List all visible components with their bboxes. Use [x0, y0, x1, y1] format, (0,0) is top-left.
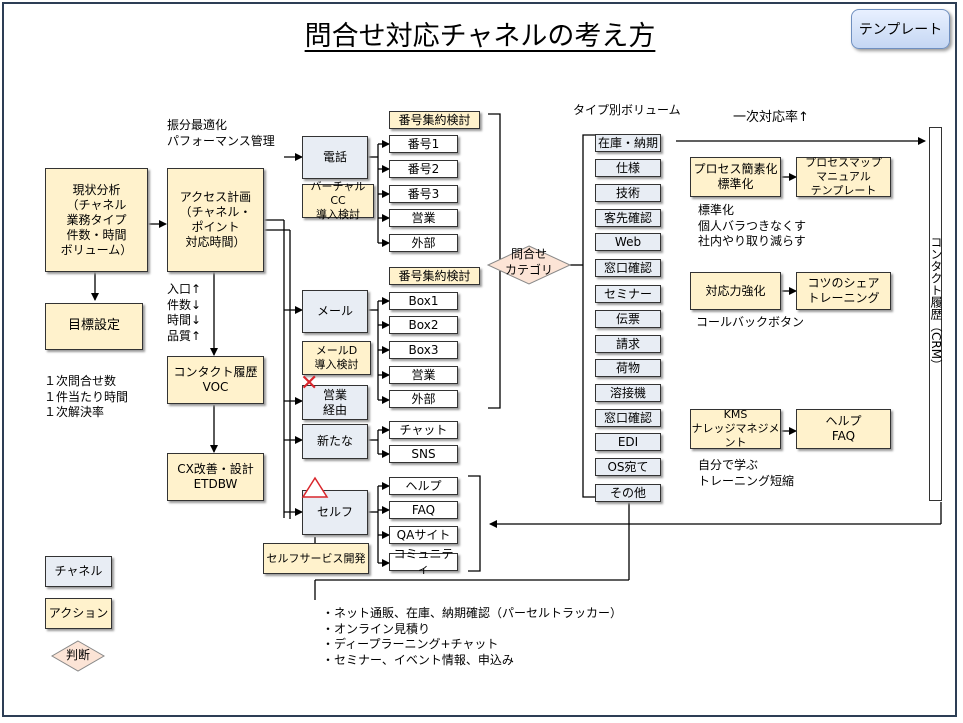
- page-title: 問合せ対応チャネルの考え方: [304, 21, 656, 52]
- channel-mail: メール: [302, 290, 368, 333]
- cx-improvement-box: CX改善・設計 ETDBW: [167, 453, 264, 501]
- routing-label: 振分最適化 パフォーマンス管理: [167, 118, 275, 148]
- virtual-cc-box: バーチャルCC 導入検討: [302, 180, 374, 221]
- category-item: 荷物: [595, 359, 661, 377]
- new-channel-item: チャット: [389, 421, 458, 439]
- category-item: セミナー: [595, 285, 661, 303]
- new-channel-item: SNS: [389, 445, 458, 463]
- number-consolidation-box-1: 番号集約検討: [389, 111, 480, 129]
- channel-new: 新たな: [302, 424, 368, 459]
- contact-history-voc-box: コンタクト履歴 VOC: [167, 356, 264, 404]
- category-item: 請求: [595, 335, 661, 353]
- category-item: 窓口確認: [595, 259, 661, 277]
- kpi-list: １次問合せ数 １件当たり時間 １次解決率: [44, 374, 129, 420]
- mail-sub-item: 営業: [389, 366, 458, 384]
- current-analysis-box: 現状分析 （チャネル 業務タイプ 件数・時間 ボリューム）: [45, 168, 148, 272]
- category-item: 伝票: [595, 310, 661, 328]
- cross-mark-icon: ✕: [300, 371, 319, 396]
- category-item: 仕様: [595, 159, 661, 177]
- legend-action: アクション: [45, 598, 112, 629]
- self-sub-item: コミュニティ: [389, 547, 458, 576]
- category-item: EDI: [595, 433, 661, 451]
- type-volume-label: タイプ別ボリューム: [573, 103, 681, 117]
- first-response-rate-label: 一次対応率↑: [733, 110, 809, 125]
- process-map-box: プロセスマップ マニュアル テンプレート: [796, 156, 891, 197]
- legend-judge-label: 判断: [65, 648, 90, 662]
- goal-setting-box: 目標設定: [45, 303, 143, 350]
- legend-channel: チャネル: [45, 556, 112, 587]
- category-item: 技術: [595, 184, 661, 202]
- category-item: OS宛て: [595, 458, 661, 476]
- crm-box: コンタクト履歴（CRM）: [929, 127, 943, 501]
- phone-sub-item: 番号2: [389, 160, 458, 178]
- mail-sub-item: Box2: [389, 316, 458, 334]
- phone-sub-item: 番号1: [389, 135, 458, 153]
- self-service-examples: ・ネット通販、在庫、納期確認（パーセルトラッカー） ・オンライン見積り ・ディー…: [322, 606, 623, 667]
- self-service-dev-box: セルフサービス開発: [263, 543, 369, 574]
- category-item: Web: [595, 233, 661, 251]
- mail-sub-item: Box1: [389, 292, 458, 310]
- channel-phone: 電話: [302, 136, 368, 179]
- channel-self: セルフ: [302, 490, 368, 535]
- capability-boost-box: 対応力強化: [690, 272, 781, 310]
- number-consolidation-box-2: 番号集約検討: [389, 267, 480, 285]
- standardization-notes: 標準化 個人バラつきなくす 社内やり取り減らす: [698, 203, 807, 249]
- channel-sales: 営業 経由: [302, 385, 368, 420]
- mail-d-box: メールD 導入検討: [302, 341, 371, 375]
- crm-label: コンタクト履歴（CRM）: [929, 236, 943, 372]
- category-item: 窓口確認: [595, 409, 661, 427]
- self-sub-item: ヘルプ: [389, 477, 458, 495]
- mail-sub-item: 外部: [389, 390, 458, 408]
- template-button[interactable]: テンプレート: [851, 9, 950, 49]
- access-plan-box: アクセス計画 （チャネル・ ポイント 対応時間）: [167, 168, 264, 272]
- tips-sharing-box: コツのシェア トレーニング: [796, 272, 891, 310]
- phone-sub-item: 営業: [389, 209, 458, 227]
- process-simplify-box: プロセス簡素化 標準化: [690, 157, 781, 197]
- question-category-label: 問合せ カテゴリ: [504, 247, 553, 277]
- self-learning-notes: 自分で学ぶ トレーニング短縮: [698, 458, 795, 488]
- self-sub-item: FAQ: [389, 501, 458, 519]
- self-sub-item: QAサイト: [389, 526, 458, 544]
- metric-arrows: 入口↑ 件数↓ 時間↓ 品質↑: [167, 282, 202, 343]
- phone-sub-item: 外部: [389, 234, 458, 252]
- category-item: その他: [595, 484, 661, 502]
- callback-label: コールバックボタン: [696, 315, 805, 329]
- phone-sub-item: 番号3: [389, 185, 458, 203]
- category-item: 客先確認: [595, 209, 661, 227]
- mail-sub-item: Box3: [389, 341, 458, 359]
- kms-box: KMS ナレッジマネジメント: [690, 408, 781, 449]
- help-faq-box: ヘルプ FAQ: [796, 409, 891, 449]
- category-item: 溶接機: [595, 384, 661, 402]
- category-item: 在庫・納期: [595, 134, 661, 152]
